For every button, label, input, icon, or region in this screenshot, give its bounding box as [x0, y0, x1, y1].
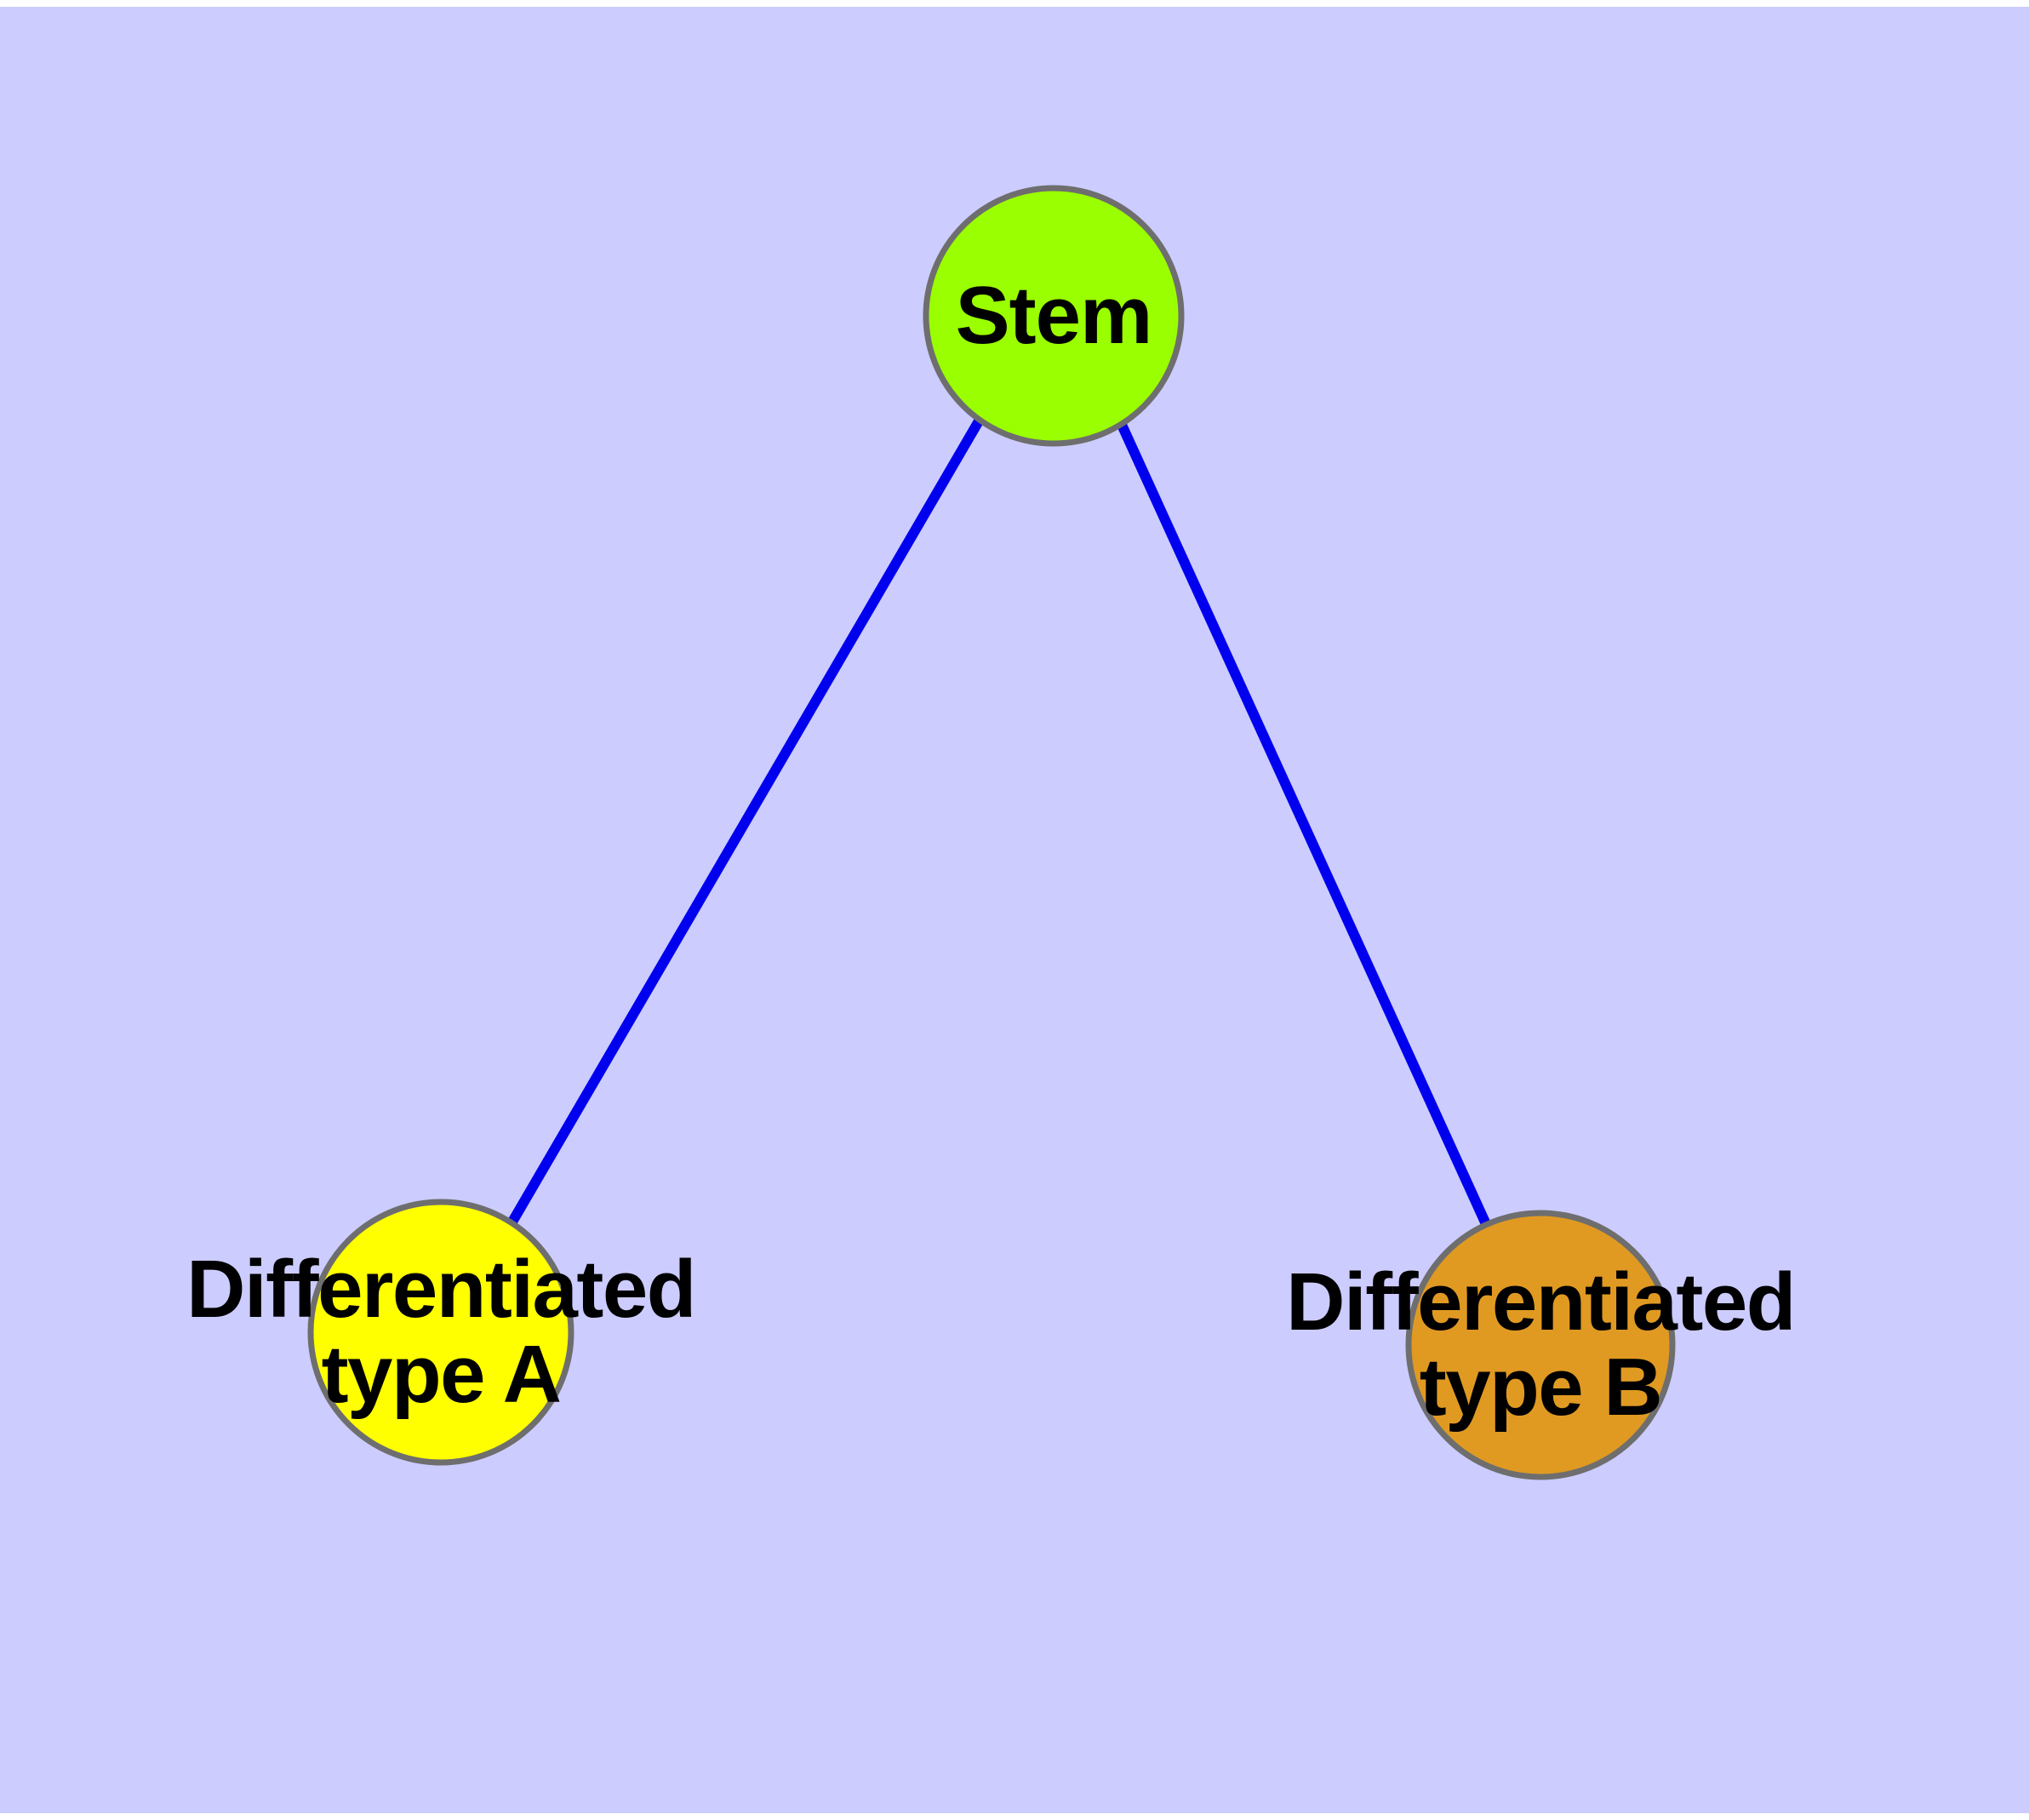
graph-node-stem[interactable]: [923, 185, 1185, 447]
graph-node-diff_b[interactable]: [1405, 1210, 1676, 1480]
graph-edge-stem-diff_a[interactable]: [506, 416, 985, 1227]
graph-node-diff_a[interactable]: [307, 1199, 574, 1466]
nodes-layer: [307, 185, 1676, 1480]
graph-edge-stem-diff_b[interactable]: [1117, 422, 1491, 1227]
edges-layer: [506, 416, 1491, 1227]
